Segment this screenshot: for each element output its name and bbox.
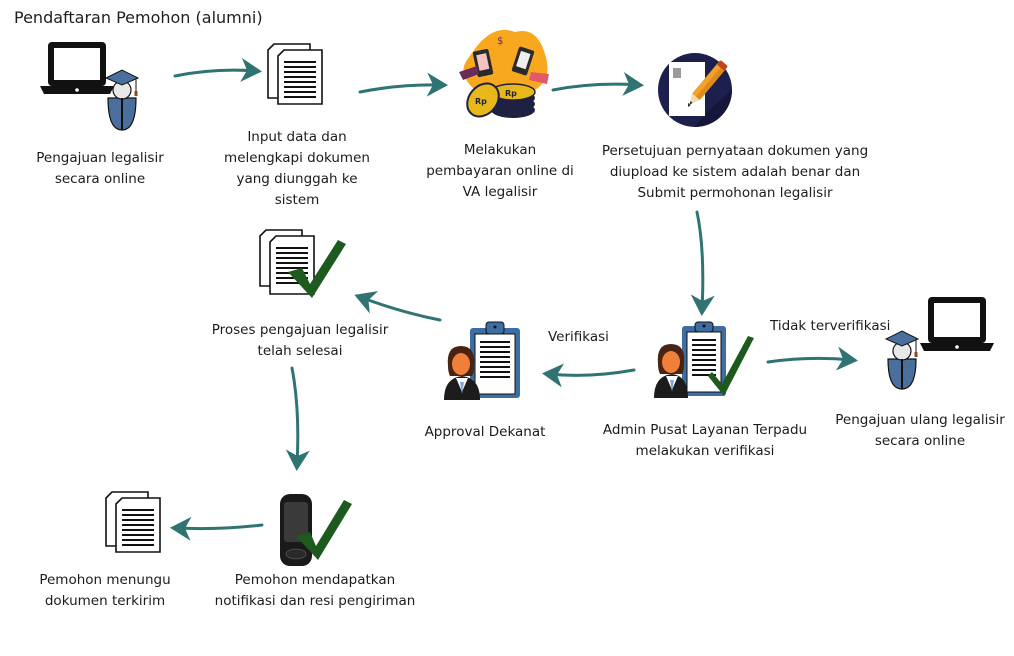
document-pencil-icon [658,53,732,127]
admin-clipboard-check-icon [654,321,754,398]
step-label-pengajuan-ulang: Pengajuan ulang legalisir secara online [835,412,1005,449]
step-label-menunggu-dokumen: Pemohon menungu dokumen terkirim [39,572,171,609]
step-label-pengajuan-online: Pengajuan legalisir secara online [36,150,164,187]
step-label-input-data: Input data dan melengkapi dokumen yang d… [224,129,370,208]
laptop-graduate-icon [40,42,140,131]
svg-text:Rp: Rp [505,89,517,98]
arrow-input-to-pembayaran [358,72,448,97]
svg-text:$: $ [497,36,503,47]
arrow-selesai-to-notifikasi [285,366,310,471]
step-label-approval-dekanat: Approval Dekanat [424,424,546,440]
step-label-admin-verifikasi: Admin Pusat Layanan Terpadu melakukan ve… [602,422,808,459]
documents-icon [105,491,161,553]
arrow-pengajuan-to-input [173,57,262,82]
step-label-persetujuan: Persetujuan pernyataan dokumen yang diup… [601,143,869,201]
svg-text:Rp: Rp [475,97,487,106]
documents-icon [267,43,323,105]
arrow-admin-to-pengajuan-ulang [766,346,858,371]
arrow-admin-to-dekanat [542,363,636,388]
dean-clipboard-icon [444,321,520,400]
step-label-notifikasi-resi: Pemohon mendapatkan notifikasi dan resi … [214,572,416,609]
arrow-persetujuan-to-admin [690,210,715,316]
laptop-graduate-icon [884,297,994,390]
step-label-proses-selesai: Proses pengajuan legalisir telah selesai [211,322,389,359]
online-payment-coins-icon: $ Rp Rp [459,29,549,118]
step-label-pembayaran: Melakukan pembayaran online di VA legali… [426,142,574,200]
arrow-dekanat-to-selesai [354,291,442,322]
arrow-notifikasi-to-menunggu [170,516,264,541]
documents-check-icon [259,229,346,298]
arrow-pembayaran-to-persetujuan [551,71,644,96]
phone-check-icon [280,494,352,566]
edge-label-tidak-terverifikasi: Tidak terverifikasi [770,318,891,334]
diagram-title: Pendaftaran Pemohon (alumni) [14,8,263,27]
edge-label-verifikasi: Verifikasi [548,329,609,345]
